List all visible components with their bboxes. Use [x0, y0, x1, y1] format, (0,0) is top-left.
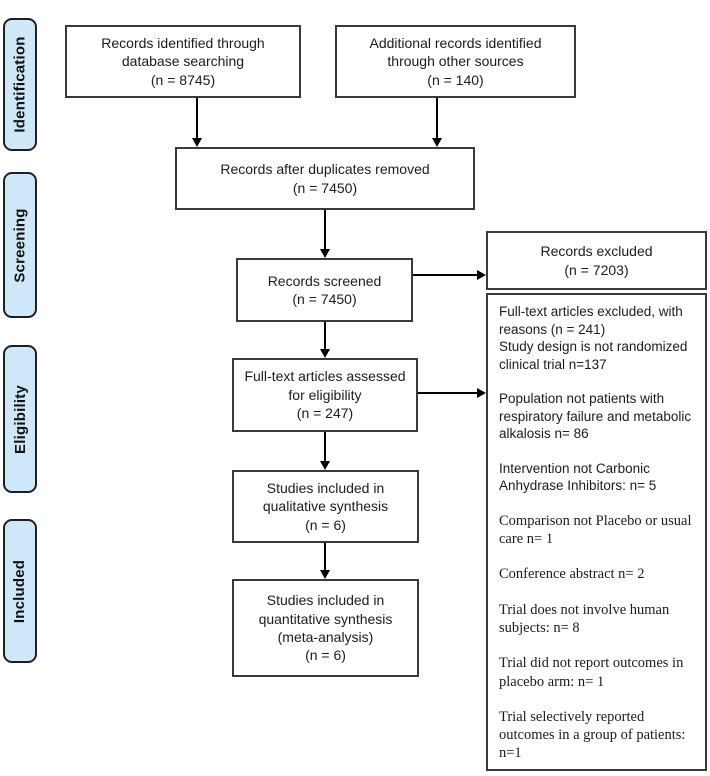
- box-quantitative-synthesis-line: Studies included in: [266, 592, 385, 609]
- box-duplicates-removed-count: (n = 7450): [292, 179, 358, 196]
- arrow-assessed-to-qualitative: [320, 432, 330, 470]
- stage-eligibility: Eligibility: [3, 345, 37, 493]
- arrow-screened-to-excluded: [413, 270, 486, 280]
- box-fulltext-assessed-count: (n = 247): [296, 405, 354, 422]
- box-additional-records: Additional records identified through ot…: [335, 25, 576, 98]
- stage-eligibility-label: Eligibility: [11, 384, 29, 454]
- box-additional-records-count: (n = 140): [427, 71, 484, 88]
- exclusion-reason: Trial did not report outcomes in placebo…: [499, 655, 684, 690]
- arrow-screened-to-assessed: [320, 322, 330, 358]
- box-records-excluded: Records excluded (n = 7203): [486, 231, 707, 290]
- stage-screening-label: Screening: [11, 207, 29, 283]
- box-duplicates-removed-line: Records after duplicates removed: [220, 161, 430, 178]
- arrow-additional-to-dedup: [432, 98, 442, 147]
- box-quantitative-synthesis-count: (n = 6): [305, 647, 346, 664]
- box-fulltext-assessed-line: for eligibility: [288, 386, 362, 403]
- arrow-dedup-to-screened: [320, 210, 330, 258]
- box-quantitative-synthesis: Studies included in quantitative synthes…: [232, 579, 419, 677]
- box-quantitative-synthesis-line: (meta-analysis): [277, 629, 374, 645]
- box-qualitative-synthesis-line: Studies included in: [266, 479, 385, 496]
- exclusion-reason: Intervention not Carbonic Anhydrase Inhi…: [499, 460, 657, 494]
- box-records-screened-line: Records screened: [267, 272, 382, 289]
- box-additional-records-line: Additional records identified: [369, 34, 542, 51]
- box-fulltext-assessed: Full-text articles assessed for eligibil…: [232, 358, 418, 432]
- box-additional-records-line: through other sources: [387, 53, 524, 70]
- exclusion-reason: Comparison not Placebo or usual care n= …: [499, 512, 692, 548]
- box-records-excluded-count: (n = 7203): [564, 261, 629, 278]
- stage-screening: Screening: [3, 172, 37, 318]
- box-records-excluded-line: Records excluded: [540, 243, 653, 260]
- exclusion-reason: Population not patients with respiratory…: [499, 391, 692, 442]
- box-records-identified: Records identified through database sear…: [65, 25, 301, 98]
- box-quantitative-synthesis-line: quantitative synthesis: [258, 610, 393, 627]
- exclusion-reason: Conference abstract n= 2: [499, 566, 645, 583]
- box-records-identified-line: database searching: [121, 53, 245, 70]
- box-duplicates-removed: Records after duplicates removed (n = 74…: [175, 147, 475, 210]
- exclusion-reason: Trial does not involve human subjects: n…: [499, 601, 670, 636]
- box-fulltext-assessed-line: Full-text articles assessed: [244, 368, 406, 385]
- stage-included: Included: [3, 519, 37, 663]
- exclusion-reason: Study design is not randomized clinical …: [499, 339, 688, 372]
- stage-included-label: Included: [11, 559, 29, 623]
- stage-identification: Identification: [3, 18, 37, 151]
- arrow-assessed-to-reasons: [418, 388, 486, 398]
- box-qualitative-synthesis-count: (n = 6): [305, 516, 346, 533]
- stage-identification-label: Identification: [11, 36, 29, 133]
- box-exclusion-reasons: Full-text articles excluded, with reason…: [486, 293, 707, 771]
- exclusion-reason: Full-text articles excluded, with reason…: [499, 304, 683, 337]
- box-records-identified-count: (n = 8745): [150, 71, 216, 88]
- box-qualitative-synthesis: Studies included in qualitative synthesi…: [232, 470, 419, 543]
- box-qualitative-synthesis-line: qualitative synthesis: [262, 498, 389, 515]
- exclusion-reason: Trial selectively reported outcomes in a…: [499, 708, 686, 762]
- arrow-qualitative-to-quantitative: [320, 543, 330, 579]
- box-records-identified-line: Records identified through: [101, 34, 265, 51]
- box-records-screened-count: (n = 7450): [292, 291, 357, 307]
- box-records-screened: Records screened (n = 7450): [236, 258, 413, 322]
- arrow-identified-to-dedup: [192, 98, 202, 147]
